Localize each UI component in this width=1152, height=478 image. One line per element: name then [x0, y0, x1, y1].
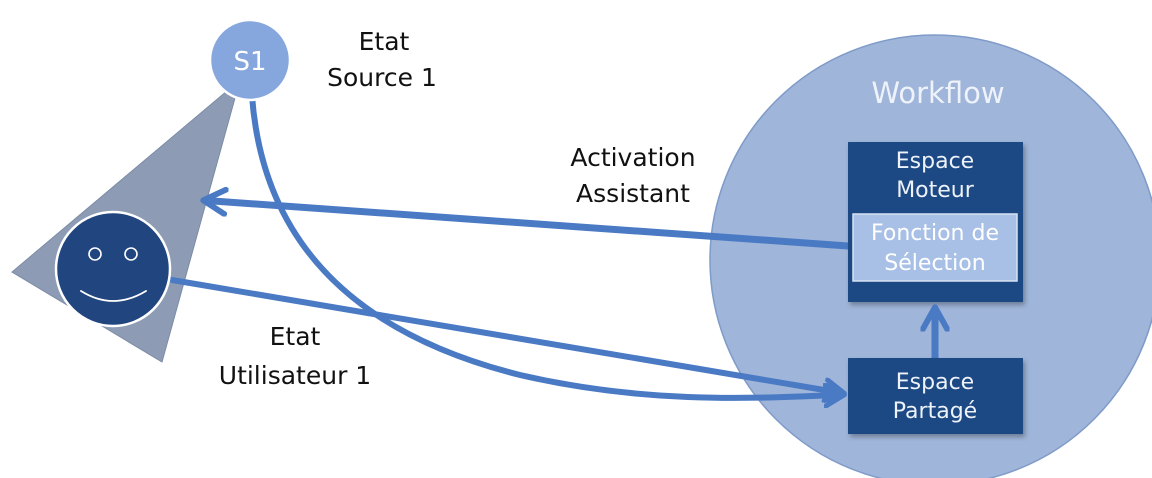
selection-function-line2: Sélection — [884, 251, 985, 276]
source-node-label: S1 — [233, 47, 266, 77]
shared-space-line1: Espace — [896, 370, 974, 395]
selection-function-line1: Fonction de — [871, 221, 999, 246]
smiley-face-icon — [54, 210, 172, 328]
shared-space-box — [848, 358, 1023, 434]
activation-arrow — [213, 201, 852, 250]
activation-label-line1: Activation — [570, 143, 695, 172]
workflow-title: Workflow — [871, 76, 1004, 110]
selection-function-box — [852, 213, 1018, 282]
user-state-label-line1: Etat — [270, 322, 321, 351]
engine-space-line1: Espace — [896, 149, 974, 174]
source-caption-line2: Source 1 — [327, 63, 437, 92]
source-node — [208, 18, 292, 102]
user-state-arrow — [169, 277, 836, 392]
engine-space-line2: Moteur — [896, 178, 975, 203]
activation-label-line2: Assistant — [576, 179, 690, 208]
source-state-arrow — [249, 93, 836, 398]
shared-space-line2: Partagé — [893, 399, 977, 424]
user-state-label-line2: Utilisateur 1 — [219, 361, 371, 390]
source-caption-line1: Etat — [359, 27, 410, 56]
